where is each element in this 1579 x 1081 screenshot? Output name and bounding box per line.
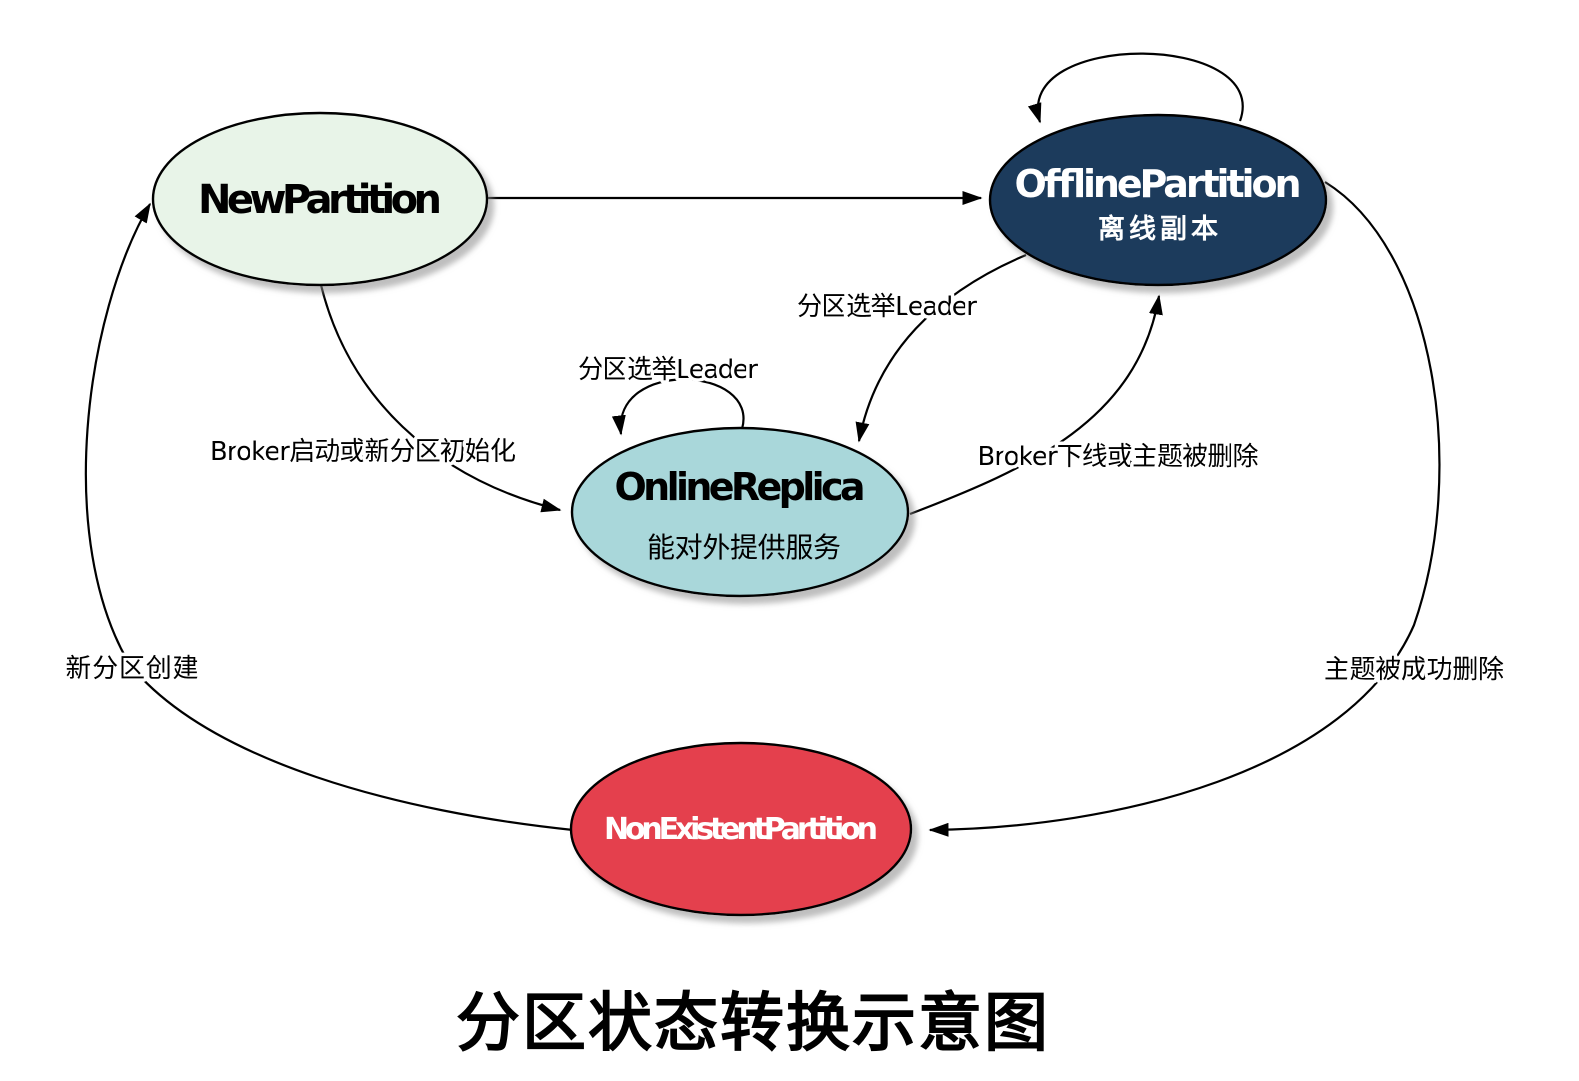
offline-partition-label: OfflinePartition (1015, 162, 1302, 206)
edge-labels: Broker启动或新分区初始化 分区选举Leader 分区选举Leader Br… (62, 289, 1508, 689)
edge-label-online-to-offline: Broker下线或主题被删除 (978, 442, 1259, 472)
online-replica-sublabel: 能对外提供服务 (647, 531, 841, 564)
offline-partition-ellipse (988, 113, 1328, 287)
edge-nonexistent-to-new (84, 202, 574, 832)
new-partition-ellipse (151, 111, 489, 287)
online-replica-label: OnlineReplica (615, 465, 866, 509)
edge-label-online-self-loop: 分区选举Leader (578, 355, 758, 385)
state-nodes: NewPartition OfflinePartition 离线副本 Onlin… (151, 111, 1328, 917)
edge-offline-to-nonexistent (928, 181, 1441, 837)
nonexistent-partition-ellipse (569, 741, 913, 917)
edge-online-self-loop (611, 378, 745, 436)
edge-online-to-offline (909, 294, 1163, 516)
edge-label-offline-to-nonexistent: 主题被成功删除 (1324, 655, 1504, 685)
state-node-offline-partition: OfflinePartition 离线副本 (988, 113, 1328, 287)
edge-label-nonexistent-to-new: 新分区创建 (66, 654, 199, 684)
new-partition-label: NewPartition (198, 177, 442, 223)
edge-label-offline-to-online: 分区选举Leader (797, 292, 977, 322)
edges (84, 52, 1441, 837)
online-replica-ellipse (570, 426, 910, 598)
edge-offline-self-loop (1027, 52, 1244, 124)
edge-offline-to-online (855, 253, 1027, 443)
edge-new-to-online (319, 284, 562, 513)
state-node-nonexistent-partition: NonExistentPartition (569, 741, 913, 917)
state-node-new-partition: NewPartition (151, 111, 489, 287)
diagram-title: 分区状态转换示意图 (456, 987, 1048, 1061)
edge-label-new-to-online: Broker启动或新分区初始化 (210, 437, 516, 467)
state-node-online-replica: OnlineReplica 能对外提供服务 (570, 426, 910, 598)
nonexistent-partition-label: NonExistentPartition (604, 812, 878, 847)
